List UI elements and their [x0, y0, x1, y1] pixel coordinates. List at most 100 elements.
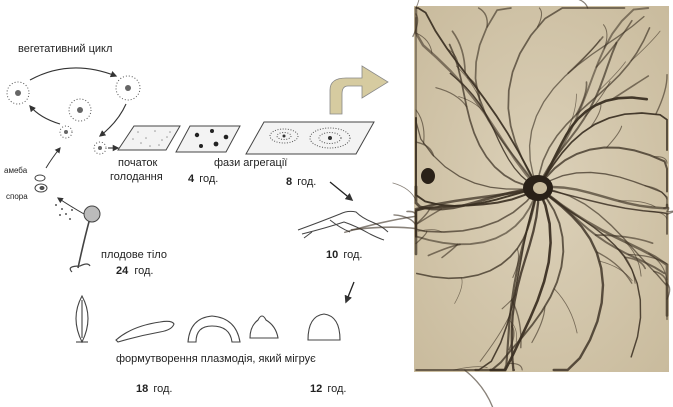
- aggregation-stream-branch: [666, 210, 673, 213]
- time-24-unit: год.: [134, 265, 153, 277]
- aggregation-plate-4h: [175, 125, 241, 153]
- time-8-unit: год.: [297, 176, 316, 188]
- aggregation-stream-branch: [595, 251, 633, 284]
- aggregation-stream: [510, 186, 540, 372]
- aggregation-center-small: [421, 168, 435, 184]
- spore-dots: [55, 204, 73, 220]
- aggregation-photo: [344, 0, 673, 407]
- time-18-number: 18: [136, 383, 148, 395]
- aggregation-stream: [507, 7, 626, 189]
- aggregation-stream-branch: [644, 185, 668, 200]
- aggregation-stream-branch: [618, 200, 656, 208]
- aggregation-stream: [536, 186, 605, 372]
- cycle-arrow-bottom: [29, 104, 61, 125]
- aggregation-stream-branch: [666, 211, 673, 216]
- aggregation-stream-branch: [415, 0, 420, 9]
- fruiting-body-label: плодове тіло: [101, 249, 167, 261]
- aggregation-stream-branch: [508, 325, 515, 351]
- slug-arch: [187, 315, 241, 343]
- vegetative-cycle: [6, 67, 141, 155]
- aggregation-stream: [414, 186, 540, 256]
- aggregation-stream-branch: [648, 211, 668, 220]
- arrow-10-to-12: [344, 281, 355, 304]
- time-8-number: 8: [286, 176, 292, 188]
- time-10-label: 10 год.: [326, 249, 362, 261]
- aggregation-stream-branch: [463, 369, 494, 407]
- aggregation-stream-branch: [435, 87, 468, 108]
- amoeba-spore-cells: [34, 174, 48, 193]
- aggregation-stream-branch: [417, 229, 442, 233]
- aggregation-stream-branch: [655, 73, 668, 115]
- aggregation-stream: [537, 146, 668, 193]
- plasmodium-stages: [75, 294, 341, 344]
- aggregation-stream: [474, 7, 539, 189]
- aggregation-stream-branch: [653, 156, 668, 164]
- fruiting-body-drawing: [69, 205, 101, 273]
- aggregation-stream-branch: [599, 260, 633, 282]
- aggregation-stream-branch: [590, 103, 602, 128]
- aggregation-stream-branch: [427, 243, 461, 257]
- starvation-label-line1: початок: [118, 157, 157, 169]
- culminant-stage: [75, 294, 89, 344]
- aggregation-stream-branch: [574, 39, 601, 68]
- aggregation-stream-branch: [415, 204, 441, 210]
- aggregation-stream-branch: [512, 248, 519, 278]
- aggregation-stream-branch: [456, 65, 487, 115]
- aggregation-stream-branch: [344, 215, 417, 234]
- aggregation-stream-branch: [415, 141, 435, 157]
- aggregation-stream: [415, 187, 539, 280]
- aggregation-stream-branch: [585, 80, 611, 117]
- aggregation-stream-branch: [606, 125, 623, 148]
- time-10-unit: год.: [343, 249, 362, 261]
- aggregation-plate-8h: [245, 121, 375, 155]
- aggregation-stream: [490, 187, 565, 371]
- aggregation-stream-branch: [508, 319, 517, 343]
- aggregation-stream: [448, 43, 539, 189]
- amoeba-cluster-lower-right: [93, 141, 107, 155]
- aggregation-stream-branch: [611, 75, 650, 101]
- aggregation-stream: [528, 15, 645, 189]
- aggregation-stream-branch: [536, 7, 543, 28]
- migrating-slug: [115, 320, 175, 343]
- aggregation-stream-branch: [648, 253, 668, 281]
- aggregation-stream-branch: [663, 206, 670, 212]
- cycle-arrow-top: [29, 67, 118, 81]
- aggregation-stream-branch: [451, 30, 466, 74]
- time-18-label: 18 год.: [136, 383, 172, 395]
- aggregation-stream-branch: [453, 366, 488, 371]
- vegetative-cycle-label: вегетативний цикл: [18, 43, 112, 55]
- aggregation-stream-branch: [508, 362, 523, 371]
- aggregation-stream-branch: [553, 288, 578, 334]
- arrow-8-to-10: [329, 181, 354, 201]
- aggregation-stream-branch: [415, 32, 433, 54]
- time-18-unit: год.: [153, 383, 172, 395]
- aggregation-stream: [537, 171, 668, 207]
- amoeba-cluster-right: [115, 75, 141, 101]
- time-10-number: 10: [326, 249, 338, 261]
- aggregation-stream-branch: [454, 277, 463, 304]
- time-12-number: 12: [310, 383, 322, 395]
- time-12-label: 12 год.: [310, 383, 346, 395]
- starvation-label-line2: голодання: [110, 171, 163, 183]
- starvation-plate: [117, 125, 181, 151]
- time-8-label: 8 год.: [286, 176, 316, 188]
- aggregation-stream-branch: [392, 182, 417, 201]
- aggregation-stream-branch: [595, 19, 633, 68]
- aggregation-stream: [536, 96, 649, 190]
- amoeba-cluster-left: [6, 81, 30, 105]
- spore-label: спора: [6, 192, 28, 201]
- arrow-to-photo: [329, 65, 389, 115]
- time-4-label: 4 год.: [188, 173, 218, 185]
- aggregation-stream: [415, 187, 539, 246]
- aggregation-stream-branch: [617, 248, 636, 284]
- aggregation-stream-branch: [623, 256, 647, 270]
- aggregation-stream-branch: [564, 93, 577, 138]
- arrow-fruiting-to-spore: [57, 197, 85, 215]
- aggregation-stream-branch: [511, 299, 522, 349]
- aggregation-stream-branch: [415, 208, 443, 226]
- tipped-mound: [249, 315, 279, 339]
- amoeba-cluster-lower-left: [59, 125, 73, 139]
- aggregation-stream-branch: [412, 13, 419, 38]
- cycle-arrow-right: [98, 103, 127, 137]
